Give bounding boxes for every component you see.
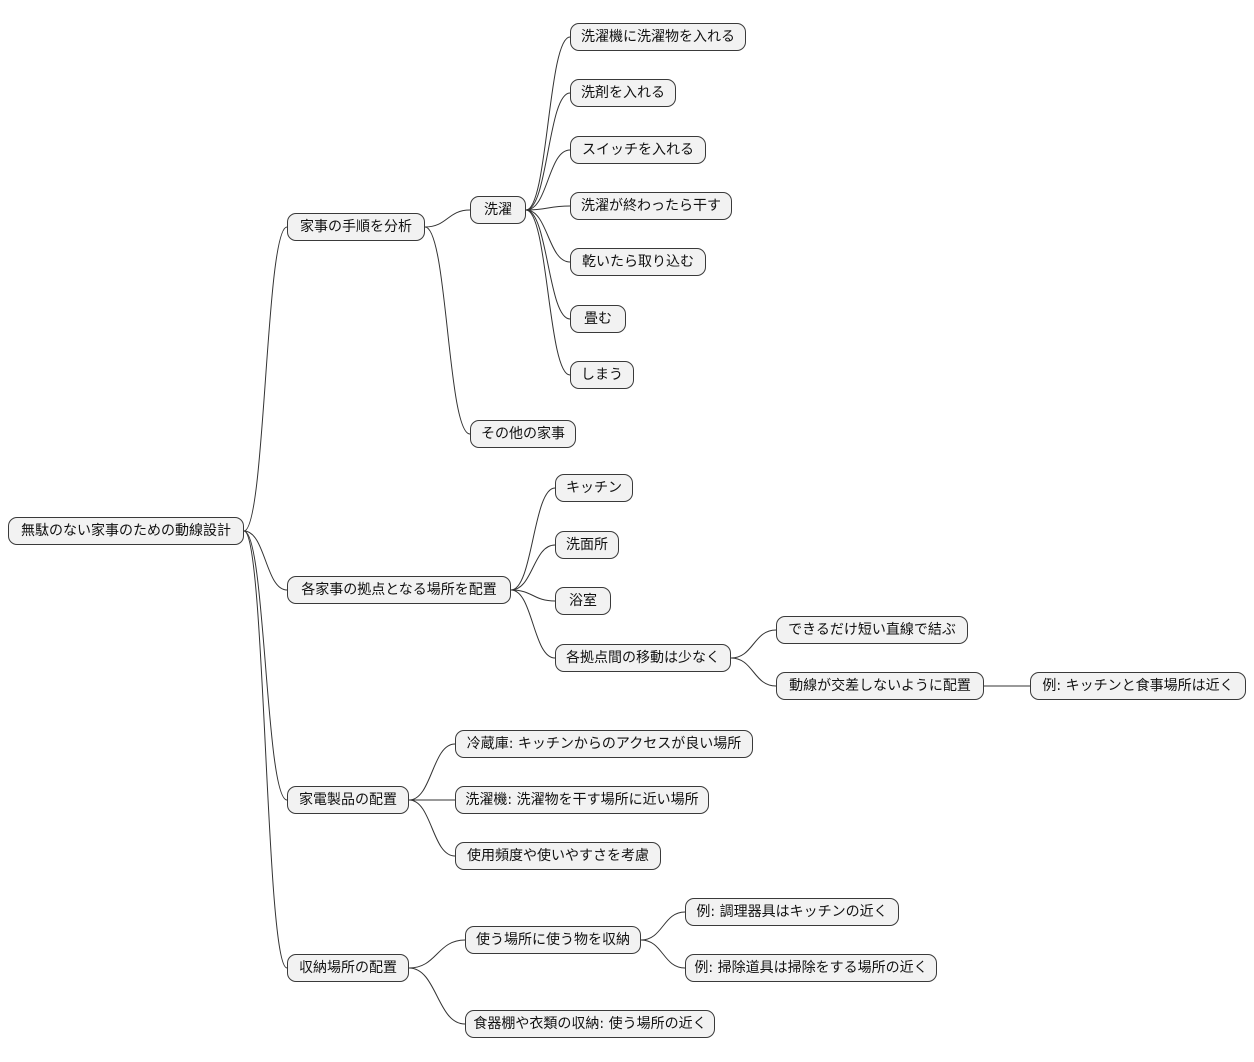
mindmap-node-kitchen: キッチン <box>555 474 633 502</box>
mindmap-node-no-crossing: 動線が交差しないように配置 <box>776 672 984 700</box>
mindmap-node-root: 無駄のない家事のための動線設計 <box>8 517 244 545</box>
mindmap-node-cupboard: 食器棚や衣類の収納: 使う場所の近く <box>465 1010 715 1038</box>
mindmap-node-storage: 収納場所の配置 <box>287 954 409 982</box>
mindmap-node-laundry-6: 畳む <box>570 305 626 333</box>
mindmap-node-washer: 洗濯機: 洗濯物を干す場所に近い場所 <box>455 786 709 814</box>
mindmap-node-appliances: 家電製品の配置 <box>287 786 409 814</box>
mindmap-node-kitchen-dining: 例: キッチンと食事場所は近く <box>1030 672 1246 700</box>
mindmap-node-cleaning-tools: 例: 掃除道具は掃除をする場所の近く <box>685 954 937 982</box>
mindmap-node-laundry-5: 乾いたら取り込む <box>570 248 706 276</box>
mindmap-node-laundry-1: 洗濯機に洗濯物を入れる <box>570 23 746 51</box>
mindmap-node-laundry-2: 洗剤を入れる <box>570 79 676 107</box>
mindmap-node-washroom: 洗面所 <box>555 531 619 559</box>
mindmap-node-other-chores: その他の家事 <box>470 420 576 448</box>
mindmap-node-short-lines: できるだけ短い直線で結ぶ <box>776 616 968 644</box>
mindmap-node-cookware: 例: 調理器具はキッチンの近く <box>685 898 899 926</box>
mindmap-node-less-movement: 各拠点間の移動は少なく <box>555 644 731 672</box>
mindmap-node-laundry-4: 洗濯が終わったら干す <box>570 192 732 220</box>
mindmap-node-bathroom: 浴室 <box>555 587 611 615</box>
mindmap-node-store-near-use: 使う場所に使う物を収納 <box>465 926 641 954</box>
mindmap-node-steps: 家事の手順を分析 <box>287 213 425 241</box>
mindmap-node-frequency: 使用頻度や使いやすさを考慮 <box>455 842 661 870</box>
mindmap-node-bases: 各家事の拠点となる場所を配置 <box>287 576 511 604</box>
mindmap-node-laundry: 洗濯 <box>470 196 526 224</box>
mindmap-node-laundry-7: しまう <box>570 361 634 389</box>
mindmap-node-laundry-3: スイッチを入れる <box>570 136 706 164</box>
mindmap-node-fridge: 冷蔵庫: キッチンからのアクセスが良い場所 <box>455 730 753 758</box>
